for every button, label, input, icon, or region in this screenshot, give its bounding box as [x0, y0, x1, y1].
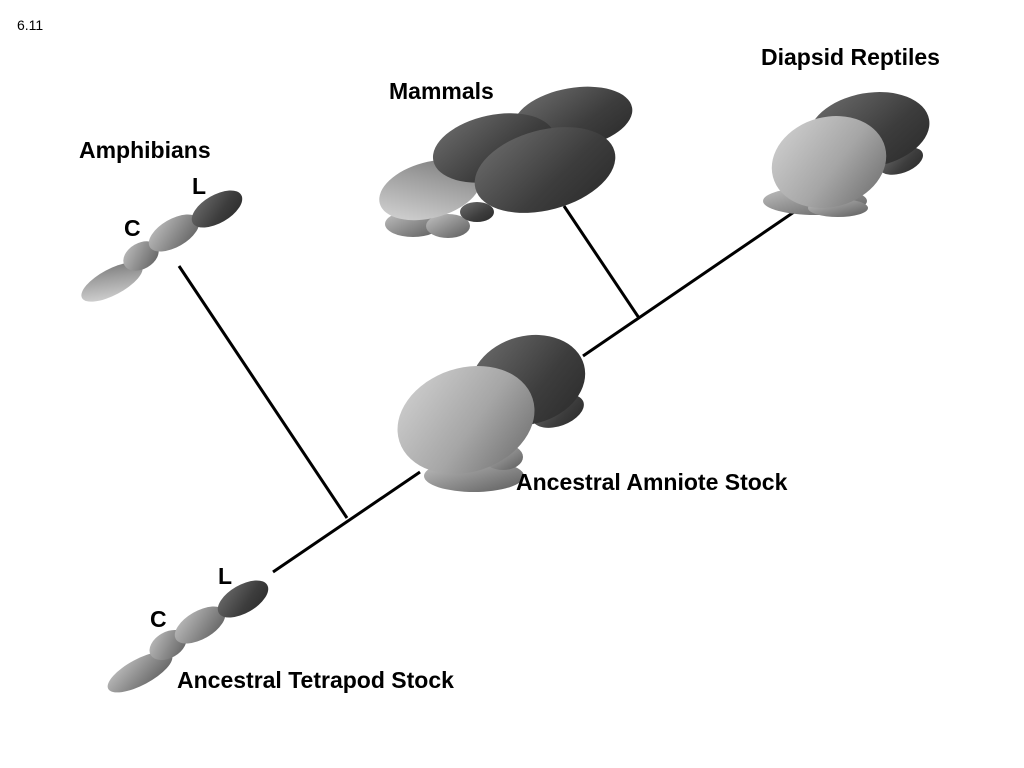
amphibian-cerebrum-lobe [148, 214, 200, 252]
mammal-olfactory-bulb-2 [426, 214, 470, 238]
mammals-label: Mammals [389, 78, 494, 104]
amphibian-branch-line [177, 265, 349, 519]
mammal-front-hemisphere [474, 127, 616, 213]
amphibian-lobe-c-label: C [124, 215, 141, 241]
ancestral-amniote-stock-label: Ancestral Amniote Stock [516, 469, 788, 495]
tetrapod-lobe-c-label: C [150, 606, 167, 632]
amphibian-olfactory-lobe [81, 262, 143, 302]
amphibian-midbrain-lobe [123, 241, 159, 271]
tetrapod-lobe-l-label: L [218, 563, 232, 589]
tetrapod-lateral-lobe [217, 580, 269, 618]
slide-number: 6.11 [17, 17, 43, 33]
reptile-light-hemisphere [771, 116, 887, 208]
amphibian-lobe-l-label: L [192, 173, 206, 199]
diapsid-reptiles-label: Diapsid Reptiles [761, 44, 940, 70]
ancestral-tetrapod-brain-illustration [107, 580, 269, 693]
amniote-light-hemisphere [397, 366, 535, 474]
mammal-branch-line [562, 205, 641, 319]
ancestral-amniote-brain-illustration [397, 334, 586, 492]
amphibian-lateral-lobe [191, 190, 243, 228]
mammal-small-dark-lobe [460, 202, 494, 222]
tetrapod-cerebrum-lobe [174, 606, 226, 644]
phylogeny-lines [177, 205, 795, 574]
tetrapod-olfactory-lobe [107, 651, 173, 693]
diapsid-reptile-brain-illustration [763, 92, 930, 217]
amphibians-label: Amphibians [79, 137, 211, 163]
trunk-lower-line [272, 470, 421, 574]
amphibian-brain-illustration [81, 190, 243, 302]
mammal-brain-illustration [379, 86, 633, 238]
trunk-upper-line [582, 210, 795, 358]
ancestral-tetrapod-stock-label: Ancestral Tetrapod Stock [177, 667, 454, 693]
